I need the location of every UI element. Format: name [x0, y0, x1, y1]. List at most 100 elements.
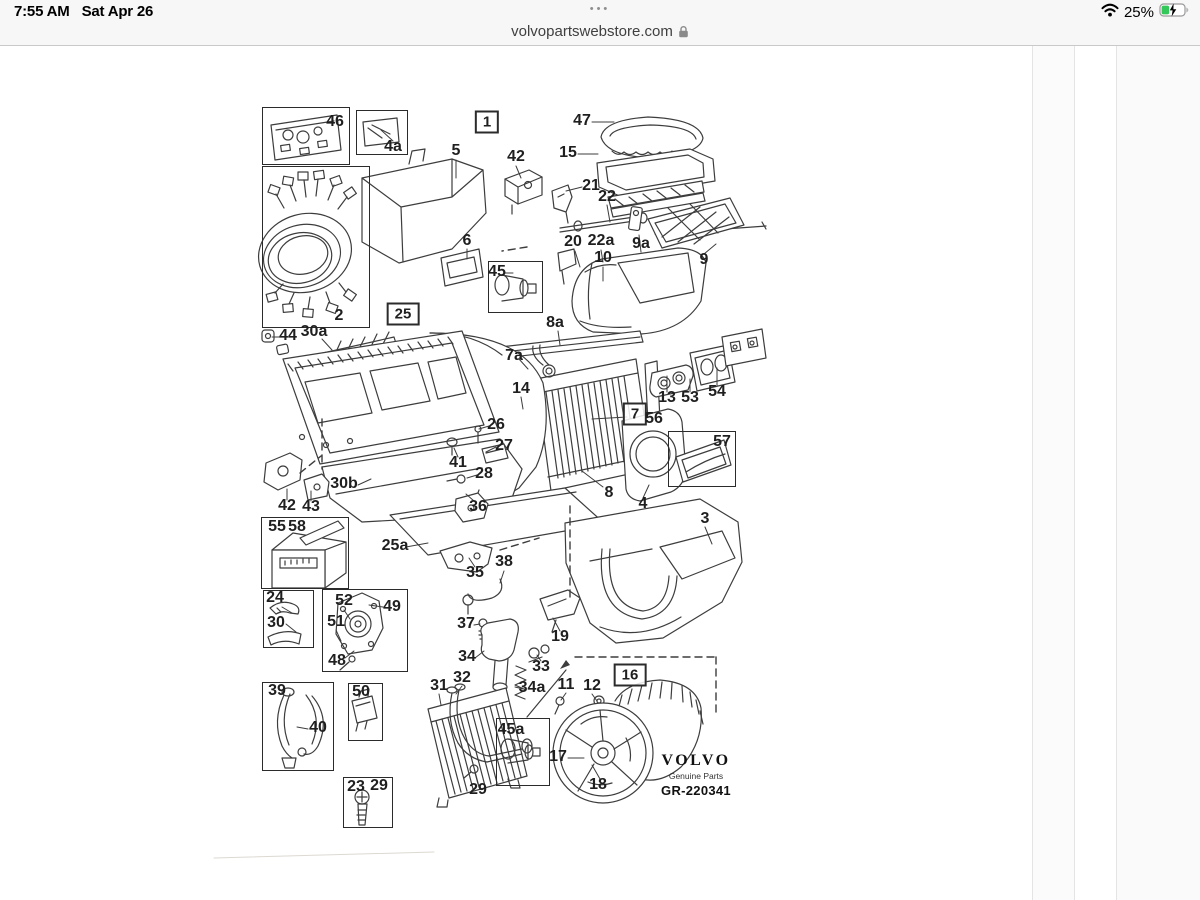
part-label-9a: 9a: [632, 235, 650, 252]
volvo-brand-block: VOLVO Genuine Parts GR-220341: [650, 752, 742, 798]
wifi-icon: [1101, 3, 1119, 22]
part-label-53: 53: [681, 389, 699, 406]
part-label-26: 26: [487, 416, 505, 433]
part-label-39: 39: [268, 682, 286, 699]
part-label-22a: 22a: [587, 232, 615, 249]
part-label-40: 40: [309, 719, 327, 736]
part-label-18: 18: [589, 776, 607, 793]
part-label-51: 51: [327, 613, 345, 630]
part-frame-46: [262, 107, 350, 165]
part-label-30: 30: [267, 614, 285, 631]
genuine-parts-text: Genuine Parts: [668, 771, 724, 781]
part-label-14: 14: [512, 380, 530, 397]
part-label-16: 16: [613, 663, 647, 687]
part-label-4: 4: [638, 495, 648, 512]
part-label-25a: 25a: [381, 537, 409, 554]
part-frame-39-40: [262, 682, 334, 771]
part-label-2: 2: [334, 307, 344, 324]
part-label-6: 6: [462, 232, 472, 249]
drawing-number: GR-220341: [661, 783, 731, 798]
part-label-29: 29: [469, 781, 487, 798]
url-text: volvopartswebstore.com: [511, 23, 673, 40]
part-label-52: 52: [335, 592, 353, 609]
part-frame-4a: [356, 110, 408, 155]
part-label-15: 15: [559, 144, 577, 161]
part-label-7a: 7a: [505, 347, 523, 364]
part-label-8a: 8a: [546, 314, 564, 331]
part-frame-48-49-51-52: [322, 589, 408, 672]
part-label-9: 9: [699, 251, 709, 268]
part-label-33: 33: [532, 658, 550, 675]
part-label-25: 25: [386, 302, 420, 326]
part-label-8: 8: [604, 484, 614, 501]
part-label-1: 1: [474, 110, 500, 134]
part-label-17: 17: [549, 748, 567, 765]
battery-percent: 25%: [1123, 4, 1154, 21]
part-frame-50: [348, 683, 383, 741]
browser-chrome: 7:55 AM Sat Apr 26 ••• 25% volvopartswebs…: [0, 0, 1200, 46]
part-label-49: 49: [383, 598, 401, 615]
ellipsis-icon: •••: [589, 3, 611, 15]
part-label-35: 35: [466, 564, 484, 581]
part-label-30a: 30a: [300, 323, 328, 340]
part-label-42: 42: [507, 148, 525, 165]
part-label-37: 37: [457, 615, 475, 632]
part-label-50: 50: [352, 683, 370, 700]
part-label-3: 3: [700, 510, 710, 527]
status-time-date: 7:55 AM Sat Apr 26: [14, 3, 153, 20]
part-label-22: 22: [598, 188, 616, 205]
part-frame-55-58: [261, 517, 349, 589]
part-frame-24-30: [263, 590, 314, 648]
volvo-logo: VOLVO: [661, 752, 731, 769]
part-label-31: 31: [430, 677, 448, 694]
lock-icon: [673, 23, 689, 40]
part-label-46: 46: [326, 113, 344, 130]
part-label-54: 54: [708, 383, 726, 400]
part-label-55: 55: [268, 518, 286, 535]
status-indicators: 25%: [1101, 3, 1190, 22]
part-label-11: 11: [557, 676, 575, 693]
status-time: 7:55 AM: [14, 3, 70, 20]
layout-column-b: [1117, 46, 1200, 900]
address-bar[interactable]: volvopartswebstore.com: [0, 23, 1200, 40]
part-frame-45: [488, 261, 543, 313]
part-label-47: 47: [573, 112, 591, 129]
part-label-38: 38: [495, 553, 513, 570]
part-frame-57: [668, 431, 736, 487]
column-divider-2: [1074, 46, 1075, 900]
part-label-48: 48: [328, 652, 346, 669]
part-label-30b: 30b: [330, 475, 358, 492]
part-frame-23-29: [343, 777, 393, 828]
part-label-12: 12: [583, 677, 601, 694]
part-label-36: 36: [469, 498, 487, 515]
part-label-24: 24: [266, 589, 284, 606]
part-frame-45a: [496, 718, 550, 786]
part-label-42: 42: [278, 497, 296, 514]
part-label-7: 7: [622, 402, 648, 426]
part-label-20: 20: [564, 233, 582, 250]
part-label-41: 41: [449, 454, 467, 471]
part-label-19: 19: [551, 628, 569, 645]
part-label-4a: 4a: [384, 138, 402, 155]
column-divider-1: [1032, 46, 1033, 900]
column-divider-3: [1116, 46, 1117, 900]
part-label-45: 45: [488, 263, 506, 280]
part-label-58: 58: [288, 518, 306, 535]
part-label-13: 13: [658, 389, 676, 406]
part-frame-2: [262, 166, 370, 328]
part-label-43: 43: [302, 498, 320, 515]
tab-overview-button[interactable]: •••: [0, 3, 1200, 15]
part-label-44: 44: [279, 327, 297, 344]
part-label-29: 29: [370, 777, 388, 794]
status-date: Sat Apr 26: [81, 3, 154, 20]
part-label-32: 32: [453, 669, 471, 686]
part-label-10: 10: [594, 249, 612, 266]
layout-column-a: [1033, 46, 1074, 900]
part-label-34a: 34a: [518, 679, 546, 696]
part-label-45a: 45a: [497, 721, 525, 738]
part-label-27: 27: [495, 437, 513, 454]
battery-charging-icon: [1159, 3, 1190, 22]
parts-diagram-art: [213, 114, 767, 859]
